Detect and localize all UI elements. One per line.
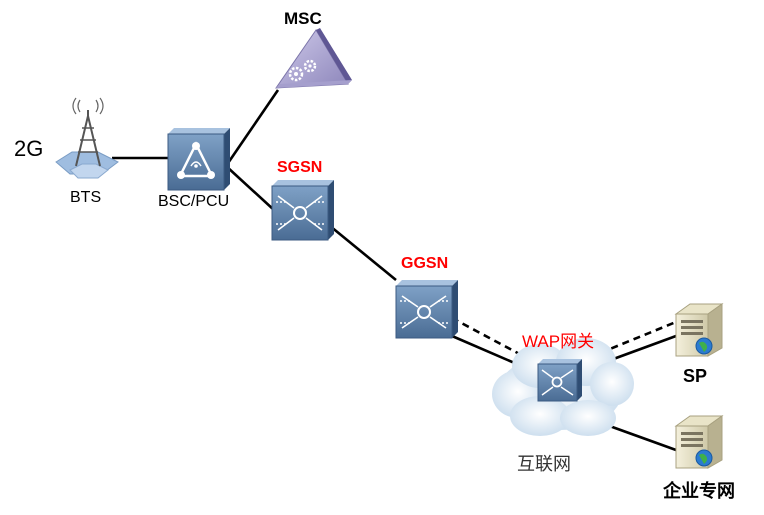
bts-label: BTS: [70, 189, 102, 206]
msc-prism-icon: [275, 28, 352, 89]
sp-label: SP: [683, 366, 708, 386]
enterprise-network-label: 企业专网: [663, 481, 735, 501]
enterprise-server-icon: [674, 415, 724, 469]
radio-2g-label: 2G: [14, 136, 44, 161]
link-bsc-msc: [224, 89, 280, 167]
link-internet-enterprise: [603, 422, 677, 452]
msc-label: MSC: [284, 9, 322, 28]
sgsn-router-icon: [271, 180, 334, 241]
ggsn-router-icon: [395, 280, 458, 339]
sgsn-label: SGSN: [277, 159, 323, 176]
wap-gateway-router-icon: [537, 359, 582, 402]
wap-gateway-label: WAP网关: [522, 332, 595, 351]
link-bsc-sgsn: [225, 165, 275, 211]
ggsn-label: GGSN: [401, 255, 449, 272]
antenna-tower-icon: [55, 97, 119, 179]
link-sgsn-ggsn: [329, 224, 397, 282]
sp-server-icon: [674, 303, 724, 357]
bsc-device-icon: [167, 128, 230, 191]
internet-label: 互联网: [517, 454, 571, 474]
bsc-pcu-label: BSC/PCU: [158, 193, 230, 210]
